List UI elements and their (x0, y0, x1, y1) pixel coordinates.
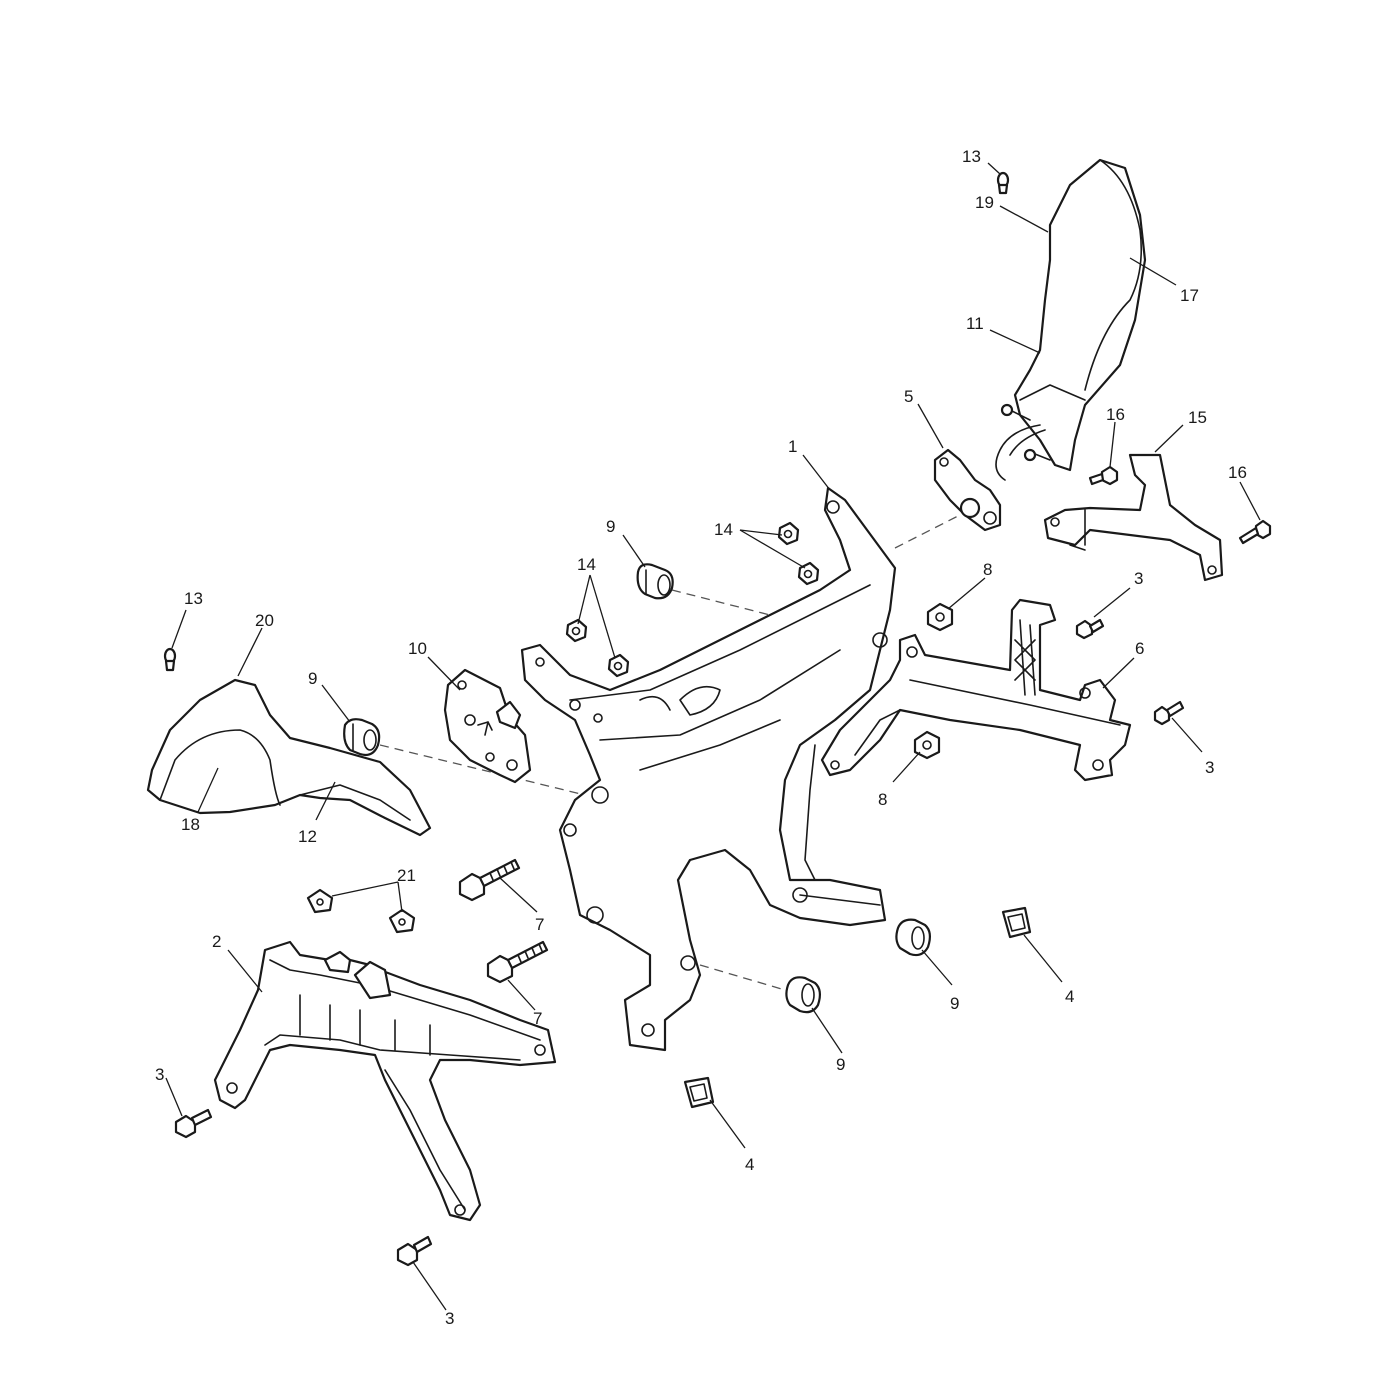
callout-7: 7 (533, 1009, 542, 1028)
right-mirror-part-11[interactable] (995, 158, 1147, 481)
callout-14: 14 (714, 520, 733, 539)
callout-14: 14 (577, 555, 596, 574)
clip-21-b[interactable] (388, 908, 416, 934)
nut-14-a[interactable] (777, 521, 800, 546)
bolt-3-b[interactable] (1153, 700, 1185, 726)
clip-4-b[interactable] (683, 1076, 715, 1109)
clip-4-a[interactable] (1001, 906, 1032, 939)
assembly-lines (379, 514, 961, 991)
flange-nut-8-a[interactable] (926, 602, 954, 632)
small-bracket-part-5[interactable] (933, 448, 1002, 532)
grommet-9-c[interactable] (895, 918, 932, 957)
callout-12: 12 (298, 827, 317, 846)
nut-14-b[interactable] (797, 561, 820, 586)
bolt-7-b[interactable] (486, 940, 549, 984)
callout-3: 3 (445, 1309, 454, 1328)
callout-4: 4 (745, 1155, 754, 1174)
callout-3: 3 (155, 1065, 164, 1084)
callout-11: 11 (966, 314, 984, 333)
bolt-3-d[interactable] (396, 1235, 433, 1267)
mirror-bracket-part-15[interactable] (1043, 453, 1224, 582)
callout-1: 1 (788, 437, 797, 456)
callout-8: 8 (983, 560, 992, 579)
bulb-13-a[interactable] (996, 171, 1010, 195)
bolt-7-a[interactable] (458, 858, 521, 902)
callout-3: 3 (1134, 569, 1143, 588)
callout-4: 4 (1065, 987, 1074, 1006)
fairing-bracket-part-1[interactable] (520, 486, 897, 1052)
callout-16: 16 (1228, 463, 1247, 482)
callout-18: 18 (181, 815, 200, 834)
bolt-16-b[interactable] (1238, 519, 1272, 545)
grommet-9-a[interactable] (636, 563, 674, 600)
callout-15: 15 (1188, 408, 1207, 427)
callout-5: 5 (904, 387, 913, 406)
leader-lines (165, 162, 1261, 1311)
callout-7: 7 (535, 915, 544, 934)
callout-17: 17 (1180, 286, 1199, 305)
nut-14-d[interactable] (607, 653, 630, 678)
callout-19: 19 (975, 193, 994, 212)
right-bracket-part-6[interactable] (820, 598, 1132, 782)
callout-16: 16 (1106, 405, 1125, 424)
bolt-3-a[interactable] (1075, 618, 1105, 640)
bulb-13-b[interactable] (163, 647, 177, 672)
flange-nut-8-b[interactable] (913, 730, 941, 760)
callout-21: 21 (397, 866, 416, 885)
callout-20: 20 (255, 611, 274, 630)
callout-2: 2 (212, 932, 221, 951)
callout-labels: 1 2 3 3 3 3 4 4 5 6 7 7 8 8 9 9 9 9 10 1… (155, 147, 1247, 1328)
clip-21-a[interactable] (306, 888, 334, 914)
grommet-9-b[interactable] (343, 718, 381, 757)
grommet-9-d[interactable] (785, 976, 822, 1014)
left-mirror-part-12[interactable] (146, 678, 432, 837)
callout-13: 13 (962, 147, 981, 166)
plate-part-10[interactable] (443, 668, 532, 784)
callout-9: 9 (308, 669, 317, 688)
callout-3: 3 (1205, 758, 1214, 777)
bolt-3-c[interactable] (174, 1108, 213, 1139)
nut-14-c[interactable] (565, 618, 588, 643)
callout-9: 9 (950, 994, 959, 1013)
callout-9: 9 (836, 1055, 845, 1074)
lower-bracket-part-2[interactable] (213, 940, 557, 1222)
callout-13: 13 (184, 589, 203, 608)
callout-6: 6 (1135, 639, 1144, 658)
callout-9: 9 (606, 517, 615, 536)
bolt-16-a[interactable] (1088, 465, 1119, 486)
callout-8: 8 (878, 790, 887, 809)
callout-10: 10 (408, 639, 427, 658)
